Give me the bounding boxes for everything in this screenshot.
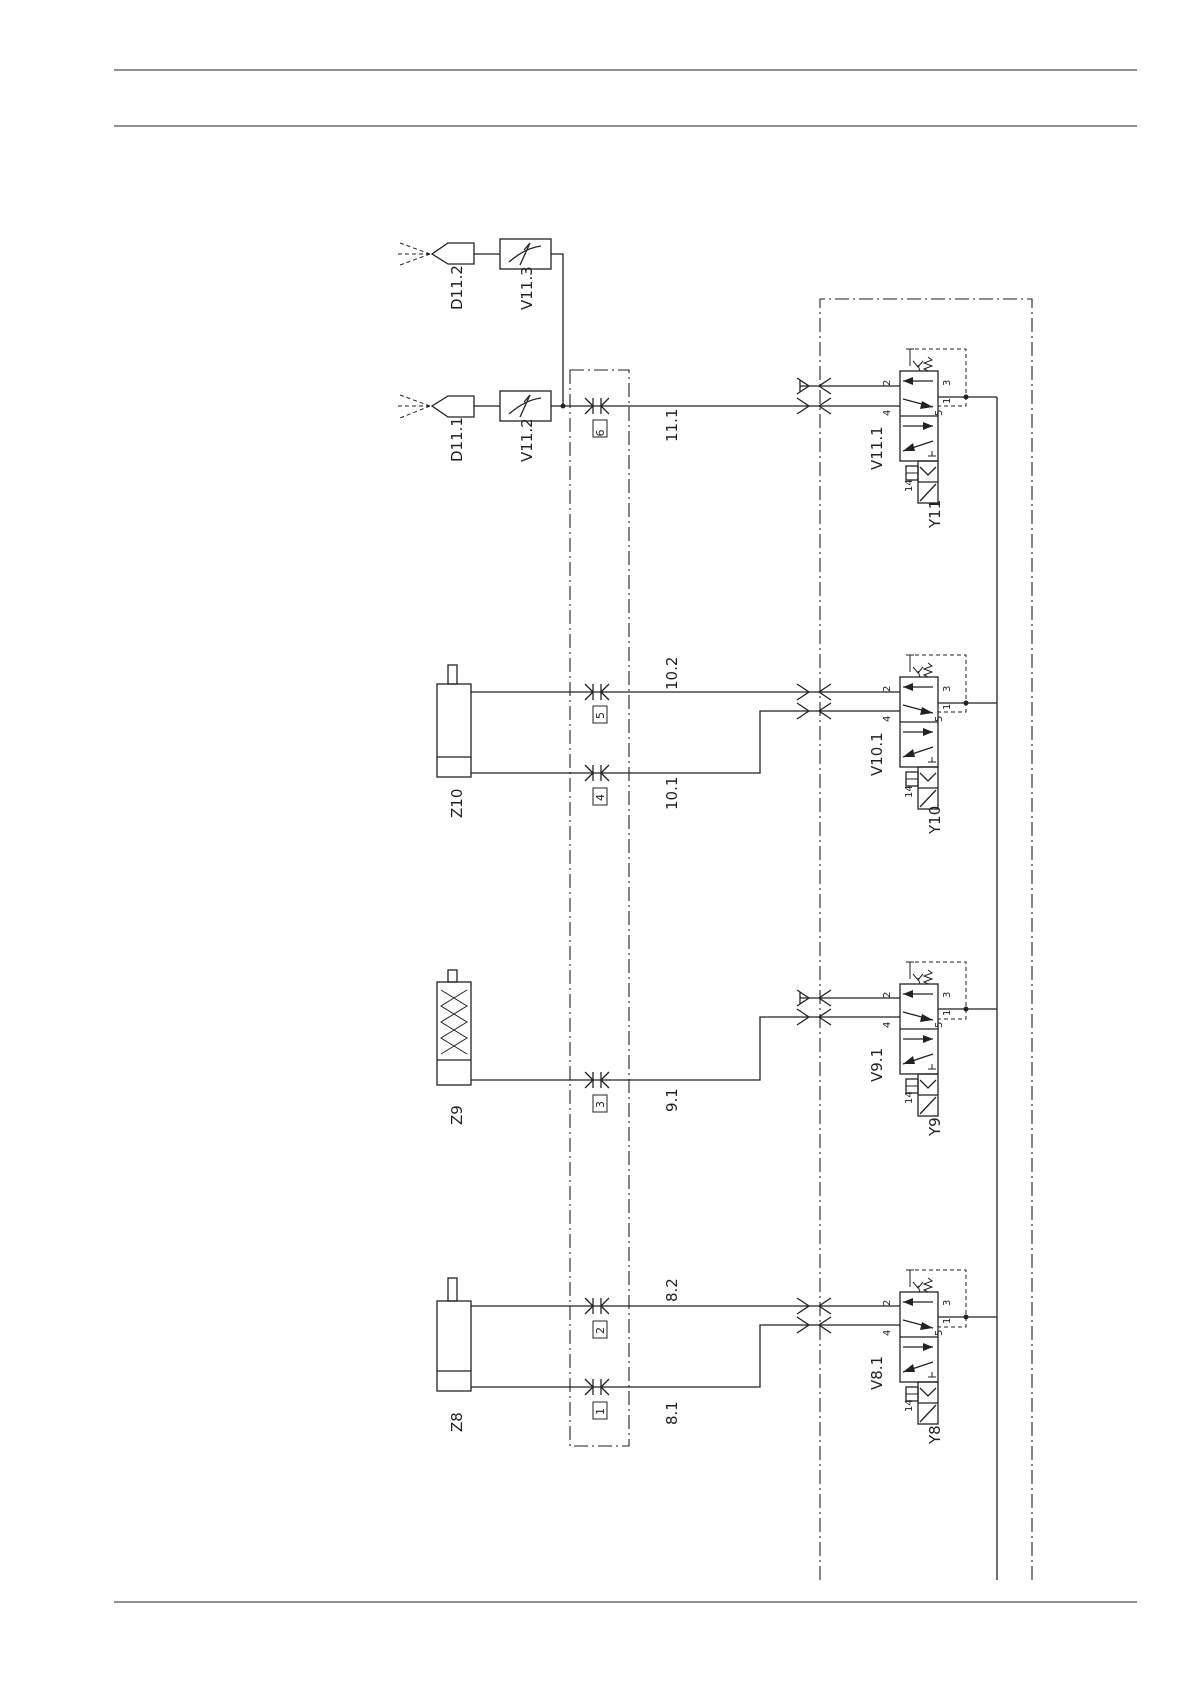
svg-text:6: 6 bbox=[594, 430, 607, 437]
line-label-10-2: 10.2 bbox=[663, 657, 681, 690]
svg-text:5: 5 bbox=[934, 716, 945, 722]
svg-text:3: 3 bbox=[594, 1101, 607, 1108]
label-v11-2: V11.2 bbox=[518, 418, 536, 462]
svg-text:14: 14 bbox=[904, 1091, 915, 1104]
line-label-8-1: 8.1 bbox=[663, 1401, 681, 1425]
label-v9-1: V9.1 bbox=[868, 1048, 886, 1082]
svg-text:1: 1 bbox=[942, 704, 953, 710]
svg-text:1: 1 bbox=[942, 398, 953, 404]
line-label-9-1: 9.1 bbox=[663, 1088, 681, 1112]
throttle-v11-3 bbox=[500, 239, 551, 269]
svg-text:5: 5 bbox=[594, 712, 607, 719]
svg-text:3: 3 bbox=[942, 1300, 953, 1306]
svg-text:4: 4 bbox=[882, 1330, 893, 1336]
svg-text:3: 3 bbox=[942, 992, 953, 998]
terminal-1: 1 bbox=[593, 1402, 607, 1419]
svg-text:14: 14 bbox=[904, 1399, 915, 1412]
terminal-6: 6 bbox=[593, 420, 607, 437]
label-y9: Y9 bbox=[926, 1117, 944, 1137]
svg-text:4: 4 bbox=[882, 716, 893, 722]
nozzle-d11-2 bbox=[398, 243, 474, 265]
label-y11: Y11 bbox=[926, 500, 944, 529]
cylinder-z9 bbox=[437, 970, 471, 1085]
label-v10-1: V10.1 bbox=[868, 732, 886, 776]
svg-text:2: 2 bbox=[882, 992, 893, 998]
svg-text:1: 1 bbox=[942, 1010, 953, 1016]
label-v11-3: V11.3 bbox=[518, 266, 536, 310]
throttle-v11-3-line bbox=[551, 254, 563, 406]
line-label-11-1: 11.1 bbox=[663, 409, 681, 442]
line-9-1 bbox=[471, 1017, 900, 1080]
throttle-v11-2 bbox=[500, 391, 551, 421]
svg-text:5: 5 bbox=[934, 1022, 945, 1028]
svg-text:3: 3 bbox=[942, 686, 953, 692]
valve-manifold-box bbox=[820, 299, 1032, 1580]
label-z8: Z8 bbox=[448, 1412, 466, 1432]
svg-text:2: 2 bbox=[882, 686, 893, 692]
line-10-1 bbox=[471, 711, 900, 773]
couplings-valve-manifold bbox=[797, 378, 831, 1333]
line-8-1 bbox=[471, 1325, 900, 1387]
terminal-5: 5 bbox=[593, 706, 607, 723]
svg-text:4: 4 bbox=[882, 1022, 893, 1028]
svg-text:5: 5 bbox=[934, 410, 945, 416]
terminal-strip-box bbox=[570, 370, 629, 1446]
svg-text:4: 4 bbox=[594, 794, 607, 801]
svg-text:2: 2 bbox=[594, 1327, 607, 1334]
svg-text:3: 3 bbox=[942, 380, 953, 386]
terminal-2: 2 bbox=[593, 1321, 607, 1338]
label-d11-2: D11.2 bbox=[448, 265, 466, 310]
terminal-4: 4 bbox=[593, 788, 607, 805]
svg-text:4: 4 bbox=[882, 410, 893, 416]
label-v11-1: V11.1 bbox=[868, 426, 886, 470]
label-y8: Y8 bbox=[926, 1425, 944, 1445]
nozzle-d11-1 bbox=[398, 395, 474, 418]
label-z9: Z9 bbox=[448, 1105, 466, 1125]
svg-text:5: 5 bbox=[934, 1330, 945, 1336]
svg-text:2: 2 bbox=[882, 1300, 893, 1306]
label-d11-1: D11.1 bbox=[448, 417, 466, 462]
label-y10: Y10 bbox=[926, 806, 944, 835]
line-label-10-1: 10.1 bbox=[663, 777, 681, 810]
label-v8-1: V8.1 bbox=[868, 1356, 886, 1390]
terminal-3: 3 bbox=[593, 1095, 607, 1112]
label-z10: Z10 bbox=[448, 789, 466, 818]
svg-text:2: 2 bbox=[882, 380, 893, 386]
svg-text:1: 1 bbox=[942, 1318, 953, 1324]
svg-text:14: 14 bbox=[904, 785, 915, 798]
line-label-8-2: 8.2 bbox=[663, 1278, 681, 1302]
svg-text:14: 14 bbox=[904, 479, 915, 492]
couplings-terminal-strip bbox=[585, 398, 609, 1395]
cylinder-z10 bbox=[437, 665, 471, 777]
svg-text:1: 1 bbox=[594, 1408, 607, 1415]
cylinder-z8 bbox=[437, 1278, 471, 1391]
